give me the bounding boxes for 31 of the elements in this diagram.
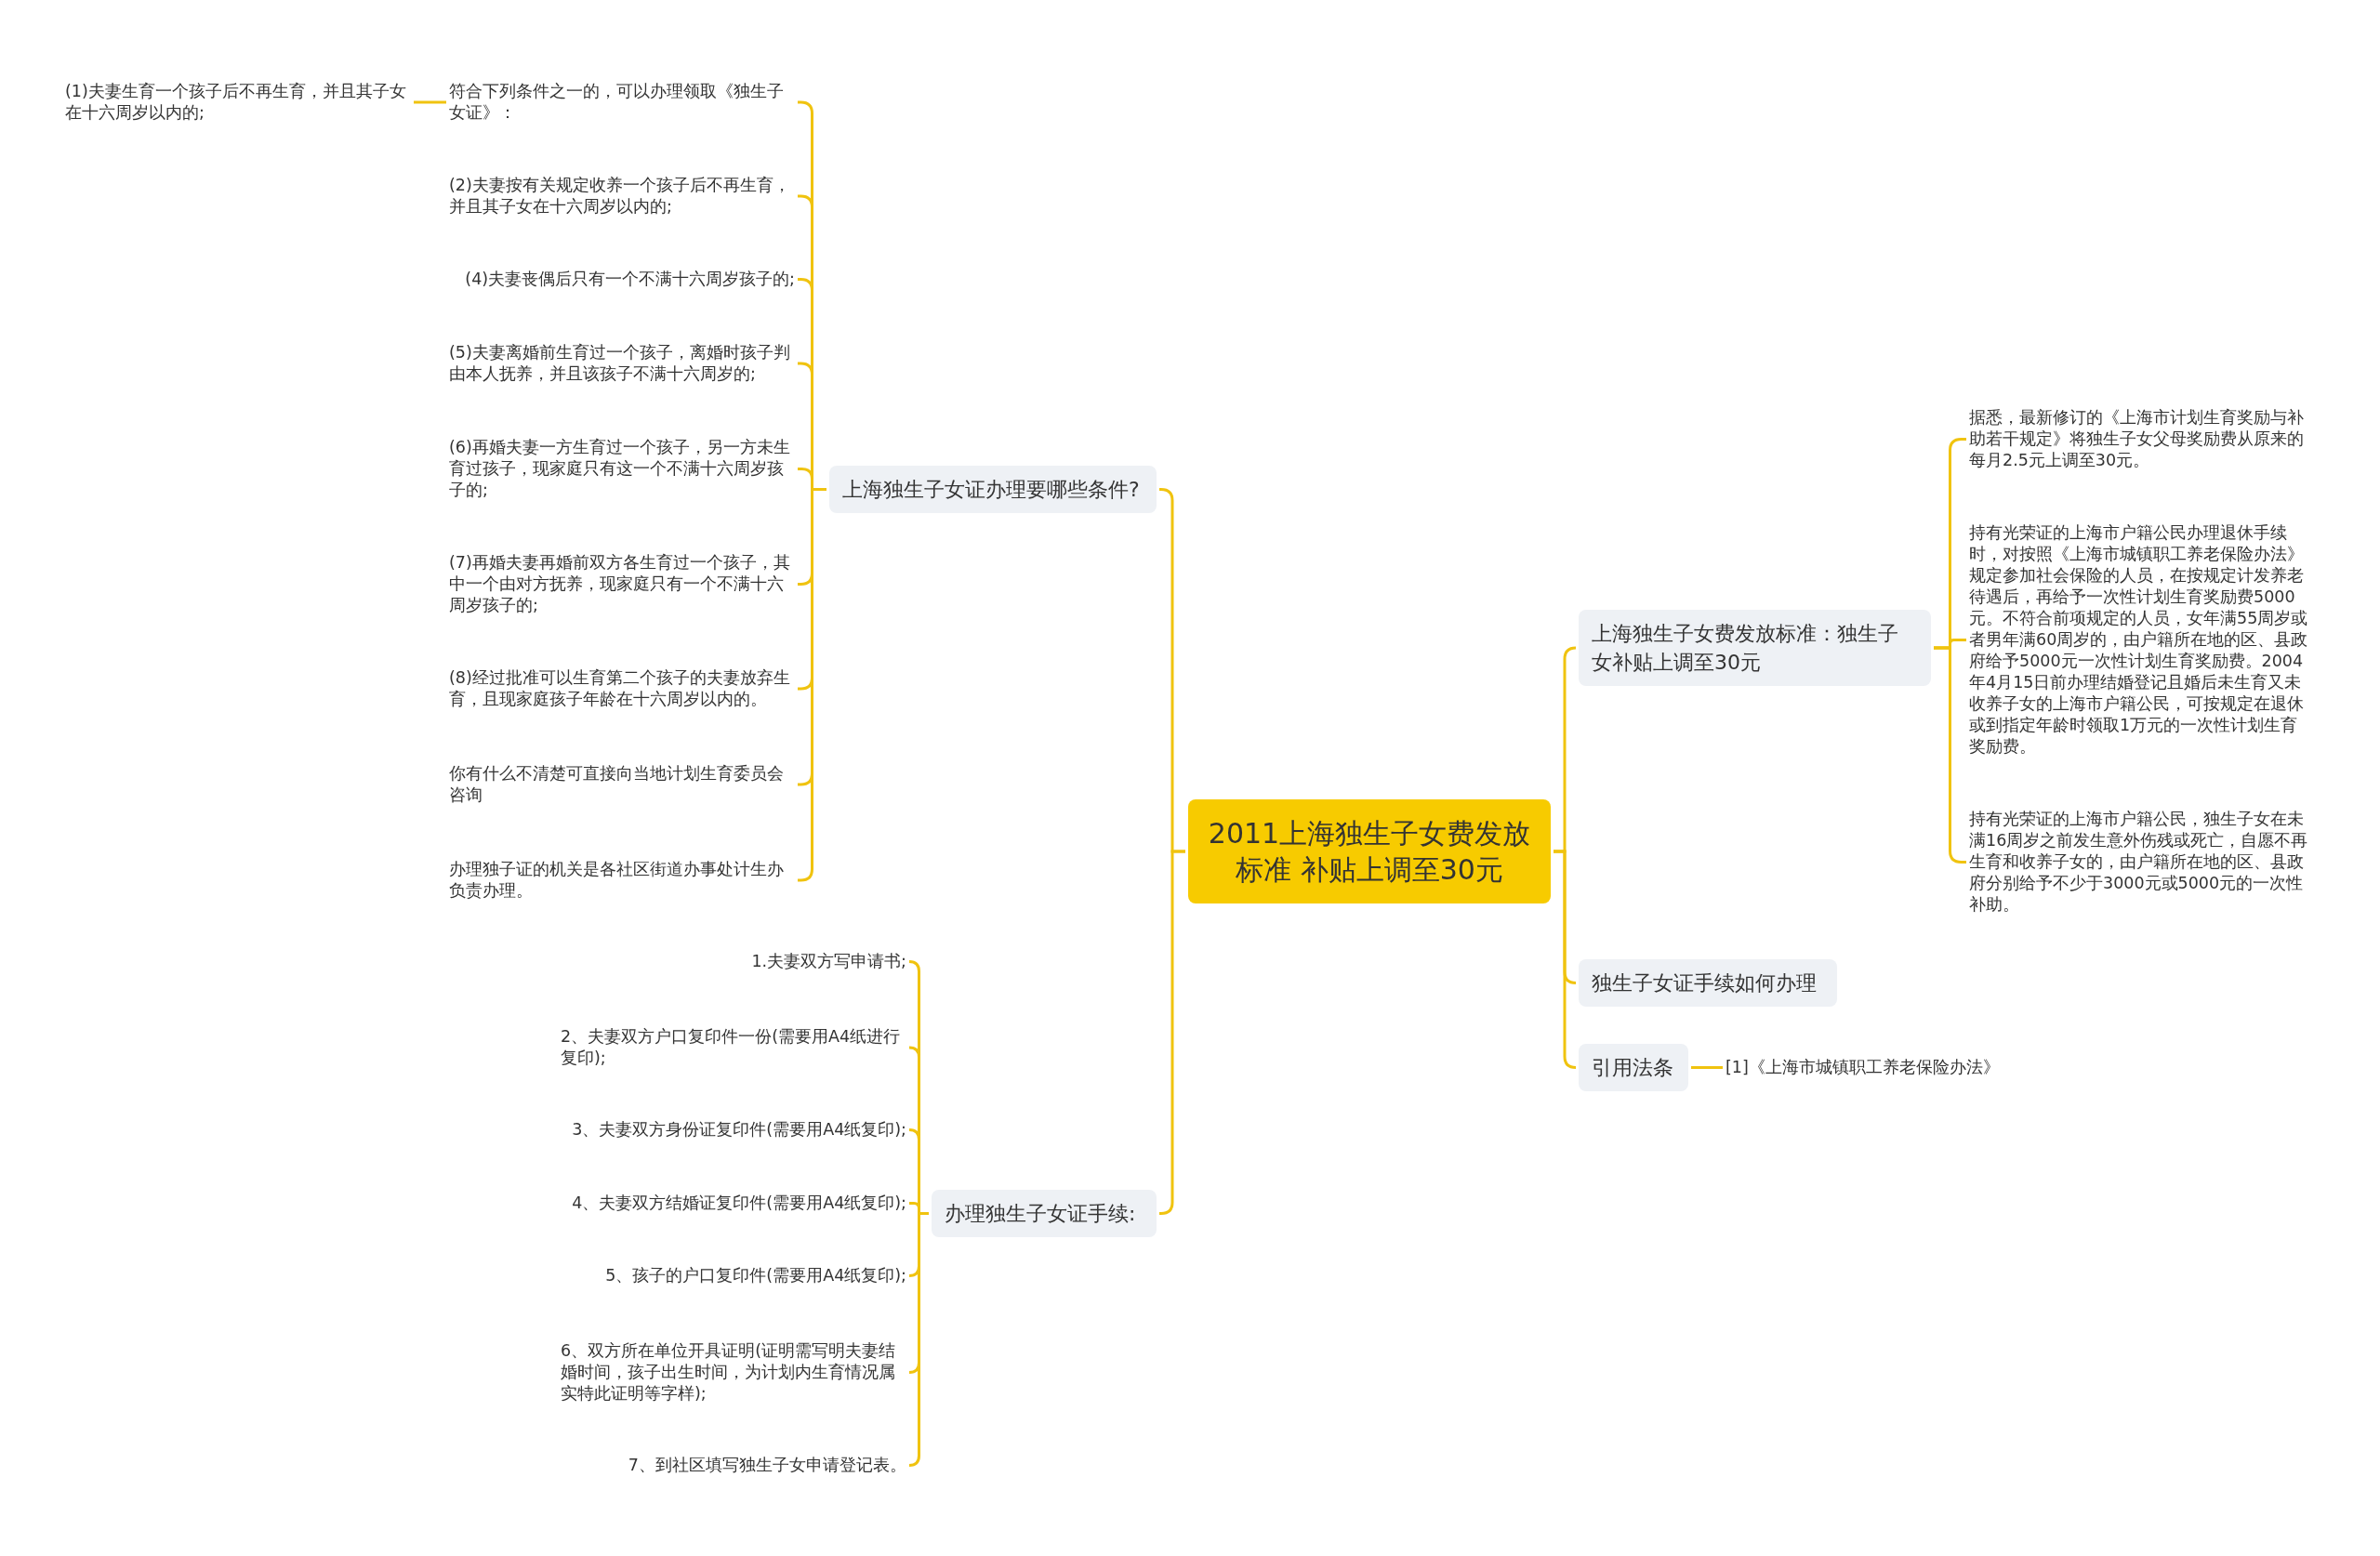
- note-text: 你有什么不清楚可直接向当地计划生育委员会咨询: [449, 763, 795, 806]
- topic-box: 引用法条: [1579, 1044, 1688, 1091]
- topic-box: 独生子女证手续如何办理: [1579, 959, 1837, 1007]
- note-text: (4)夫妻丧偶后只有一个不满十六周岁孩子的;: [465, 269, 795, 290]
- topic-box: 上海独生子女证办理要哪些条件?: [829, 466, 1157, 513]
- note-text: 持有光荣证的上海市户籍公民，独生子女在未满16周岁之前发生意外伤残或死亡，自愿不再生育和收养子女的，由户籍所在地的区、县政府分别给予不少于3000元或5000元的一次性补助。: [1969, 809, 2309, 916]
- note-text: 5、孩子的户口复印件(需要用A4纸复印);: [605, 1265, 906, 1286]
- connector-line: [414, 100, 446, 104]
- central-topic: 2011上海独生子女费发放标准 补贴上调至30元: [1188, 799, 1551, 903]
- note-text: 符合下列条件之一的，可以办理领取《独生子女证》：: [449, 81, 795, 124]
- note-text: 2、夫妻双方户口复印件一份(需要用A4纸进行复印);: [561, 1026, 906, 1069]
- note-text: (5)夫妻离婚前生育过一个孩子，离婚时孩子判由本人抚养，并且该孩子不满十六周岁的;: [449, 342, 795, 385]
- note-text: (2)夫妻按有关规定收养一个孩子后不再生育，并且其子女在十六周岁以内的;: [449, 175, 795, 218]
- note-text: (1)夫妻生育一个孩子后不再生育，并且其子女在十六周岁以内的;: [65, 81, 411, 124]
- note-text: (7)再婚夫妻再婚前双方各生育过一个孩子，其中一个由对方抚养，现家庭只有一个不满十六周岁孩子的;: [449, 552, 795, 616]
- note-text: 4、夫妻双方结婚证复印件(需要用A4纸复印);: [572, 1193, 906, 1214]
- note-text: 3、夫妻双方身份证复印件(需要用A4纸复印);: [572, 1119, 906, 1141]
- note-text: 6、双方所在单位开具证明(证明需写明夫妻结婚时间，孩子出生时间，为计划内生育情况属实特此证明等字样);: [561, 1340, 906, 1404]
- note-text: (8)经过批准可以生育第二个孩子的夫妻放弃生育，且现家庭孩子年龄在十六周岁以内的。: [449, 667, 795, 710]
- note-text: 7、到社区填写独生子女申请登记表。: [628, 1455, 906, 1476]
- note-text: 持有光荣证的上海市户籍公民办理退休手续时，对按照《上海市城镇职工养老保险办法》规定参加社会保险的人员，在按规定计发养老待遇后，再给予一次性计划生育奖励费5000元。不符合前项规定的人员，女年满55周岁或者男年满60周岁的，由户籍所在地的区、县政府给予5000元一次性计划生育奖励费。2004年4月15日前办理结婚登记且婚后未生育又未收养子女的上海市户籍公民，可按规定在退休或到指定年龄时领取1万元的一次性计划生育奖励费。: [1969, 522, 2309, 758]
- topic-box: 办理独生子女证手续:: [932, 1190, 1157, 1237]
- note-text: (6)再婚夫妻一方生育过一个孩子，另一方未生育过孩子，现家庭只有这一个不满十六周岁孩子的;: [449, 437, 795, 501]
- note-text: 1.夫妻双方写申请书;: [751, 951, 906, 972]
- connector-line: [1691, 1066, 1723, 1069]
- note-text: [1]《上海市城镇职工养老保险办法》: [1726, 1057, 2000, 1078]
- connector-line: [907, 1212, 929, 1467]
- connector-line: [1554, 850, 1578, 1069]
- note-text: 办理独子证的机关是各社区街道办事处计生办负责办理。: [449, 859, 795, 902]
- note-text: 据悉，最新修订的《上海市计划生育奖励与补助若干规定》将独生子女父母奖励费从原来的每月2.5元上调至30元。: [1969, 407, 2309, 471]
- topic-box: 上海独生子女费发放标准：独生子女补贴上调至30元: [1579, 610, 1931, 686]
